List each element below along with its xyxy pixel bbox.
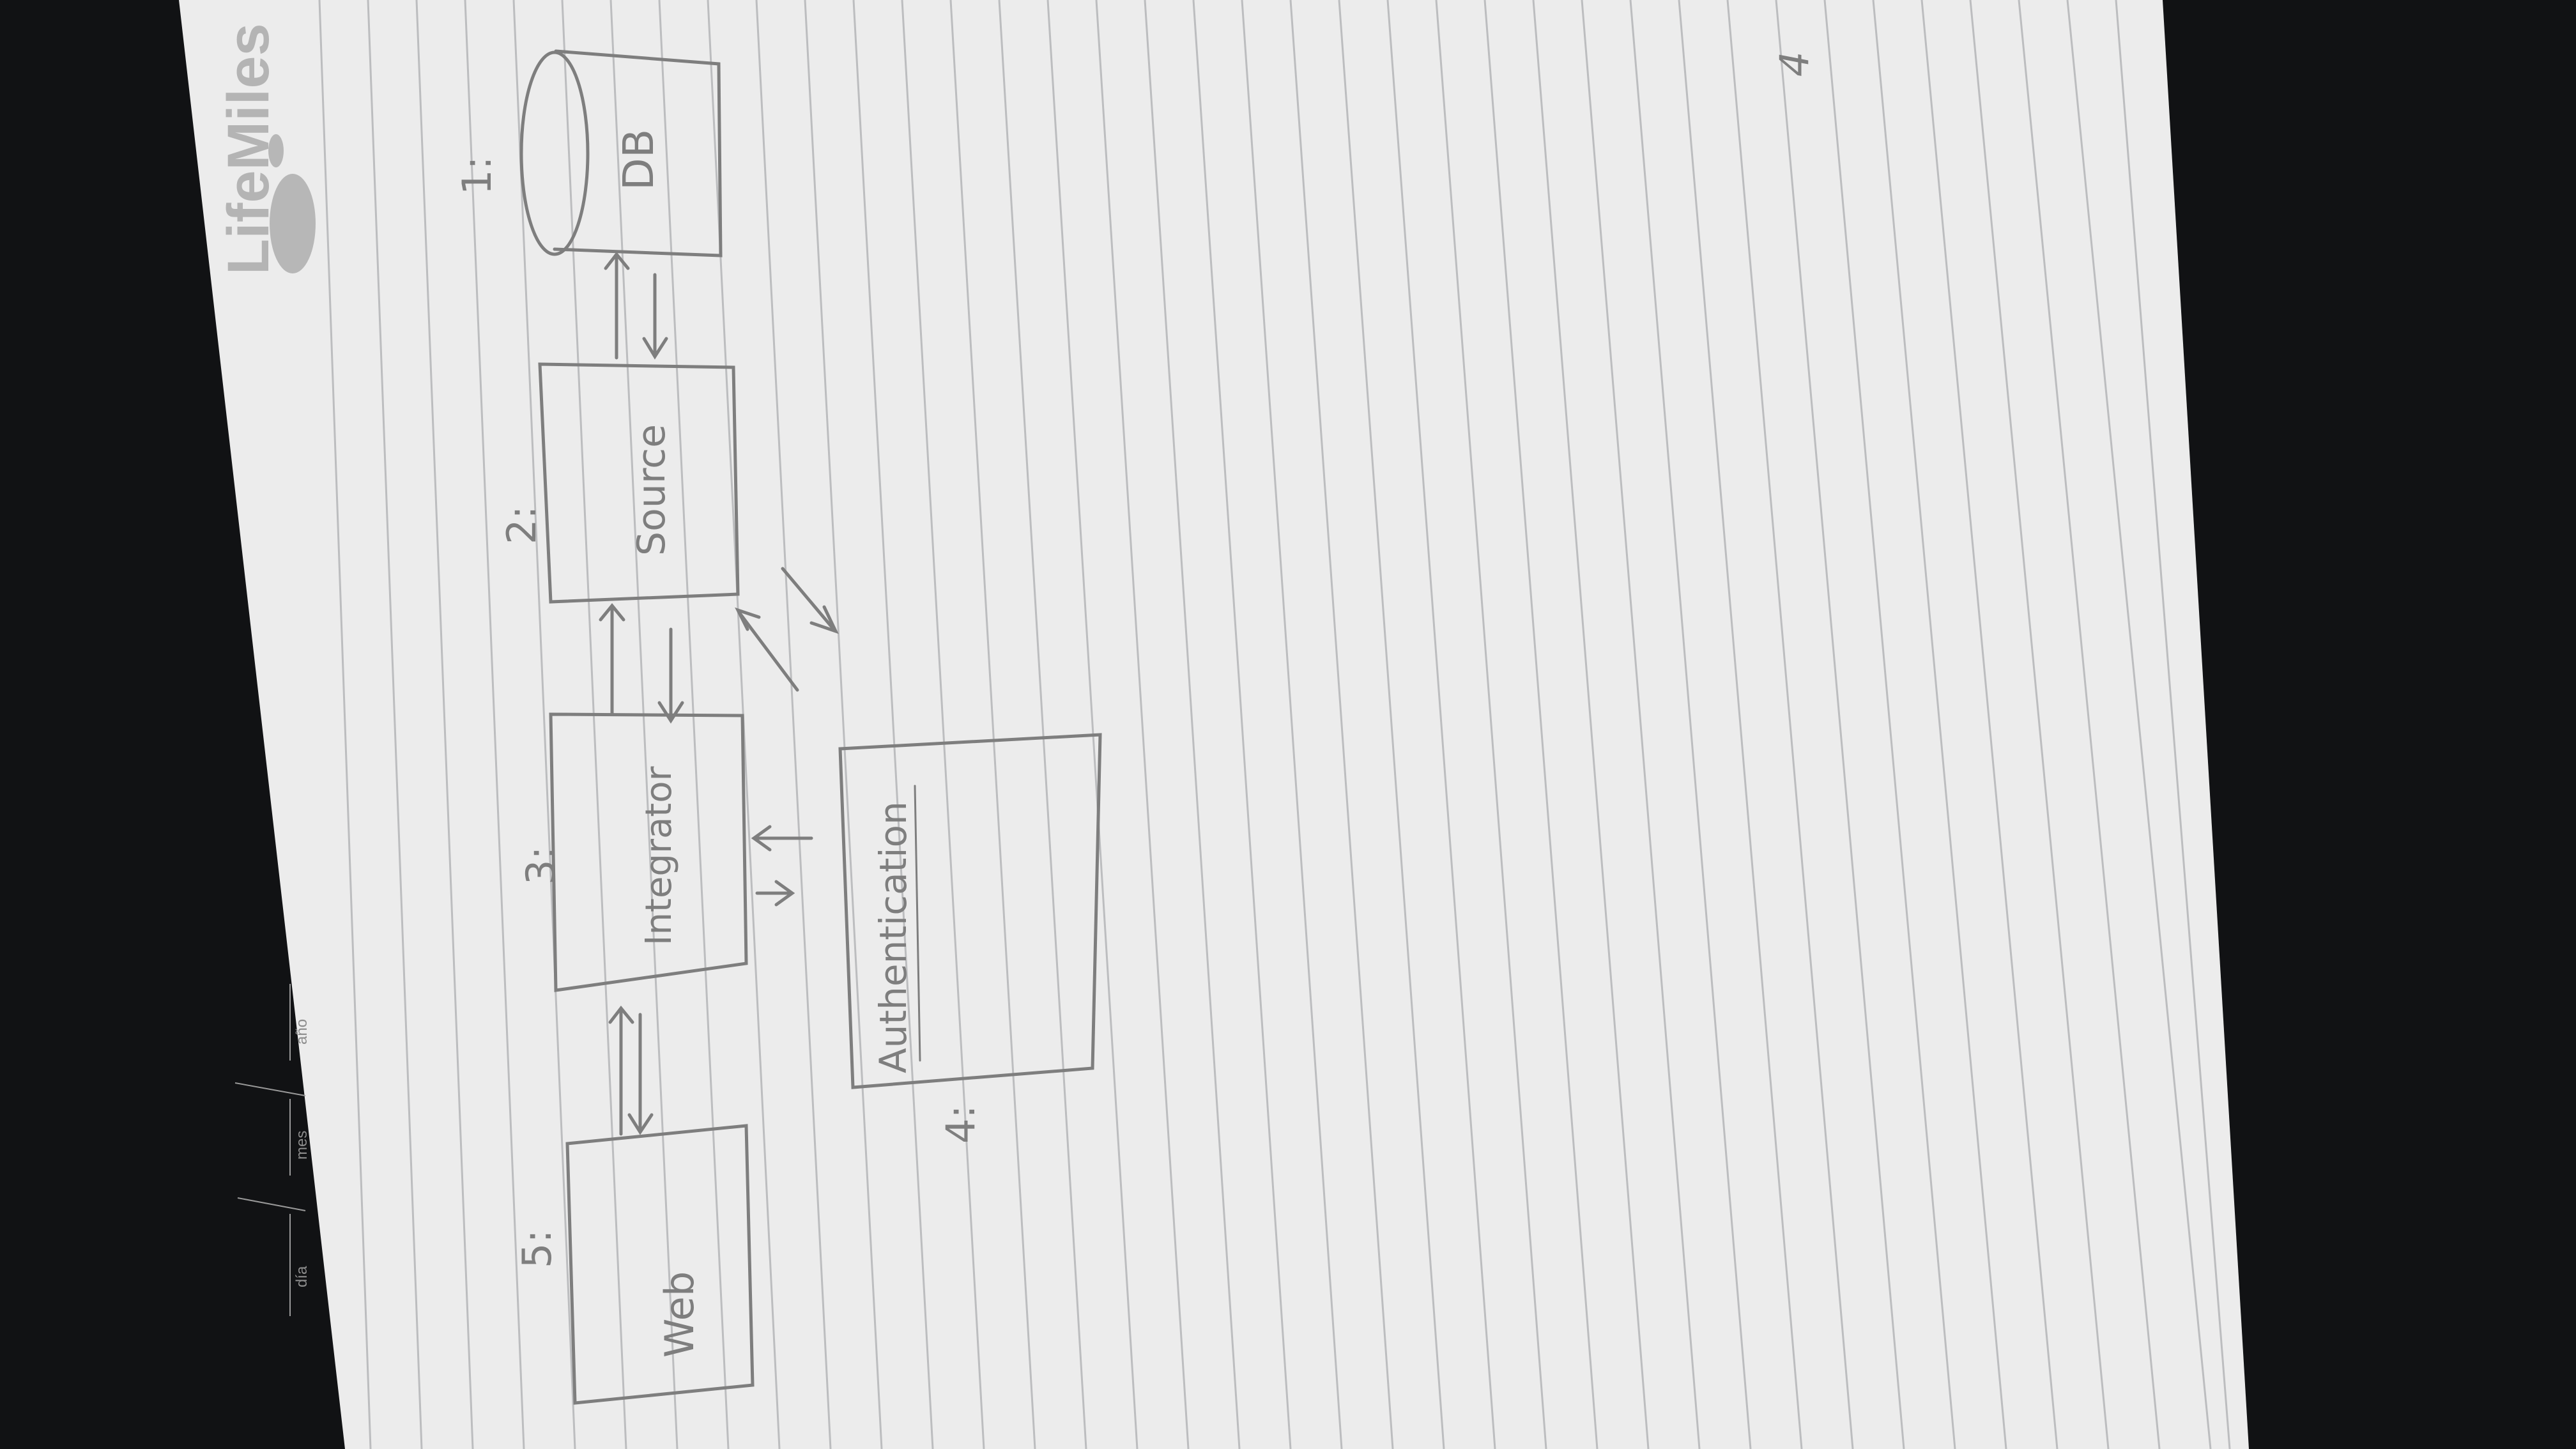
rule-line xyxy=(1386,0,1496,1449)
arrow-source-db xyxy=(604,251,668,360)
rule-line xyxy=(998,0,1087,1449)
db-cylinder-cap xyxy=(519,50,590,256)
rule-line xyxy=(755,0,832,1449)
rule-line xyxy=(1483,0,1598,1449)
rule-line xyxy=(1241,0,1343,1449)
rule-line xyxy=(512,0,576,1449)
rule-line xyxy=(1192,0,1292,1449)
rule-line xyxy=(804,0,883,1449)
rule-line xyxy=(1095,0,1190,1449)
architecture-diagram: DB 1: Source 2: Integrator 3: Authentica… xyxy=(454,49,1102,1405)
rule-line xyxy=(415,0,474,1449)
logo-text: LifeMiles xyxy=(216,23,281,275)
date-slash-1 xyxy=(237,1197,306,1211)
rule-line xyxy=(658,0,730,1449)
web-number: 5: xyxy=(514,1230,560,1268)
date-slash-2 xyxy=(234,1082,306,1096)
source-label: Source xyxy=(629,424,674,556)
authentication-box xyxy=(838,733,1102,1089)
day-label: día xyxy=(293,1266,310,1287)
db-node: DB 1: xyxy=(454,49,723,257)
db-label: DB xyxy=(614,129,663,190)
rule-line xyxy=(949,0,1036,1449)
rule-line xyxy=(2066,0,2212,1449)
web-node: Web 5: xyxy=(514,1124,755,1405)
rule-line xyxy=(1532,0,1650,1449)
rule-line xyxy=(1289,0,1394,1449)
rule-line xyxy=(901,0,985,1449)
year-label: año xyxy=(293,1019,310,1045)
integrator-box xyxy=(549,712,748,992)
db-cylinder-outline xyxy=(553,49,723,257)
arrow-integrator-authentication xyxy=(751,825,813,907)
integrator-node: Integrator 3: xyxy=(518,712,748,992)
rule-line xyxy=(1144,0,1241,1449)
arrow-web-integrator xyxy=(608,1005,654,1136)
web-label: Web xyxy=(656,1271,703,1358)
rule-line xyxy=(1920,0,2058,1449)
authentication-label: Authentication xyxy=(871,801,915,1073)
rule-line xyxy=(2018,0,2161,1449)
rule-line xyxy=(1435,0,1547,1449)
rule-line xyxy=(1726,0,1854,1449)
month-label: mes xyxy=(293,1131,310,1160)
notebook-page xyxy=(179,0,2249,1449)
rule-line xyxy=(1338,0,1445,1449)
db-number: 1: xyxy=(454,157,500,195)
rule-line xyxy=(367,0,423,1449)
rule-line xyxy=(2115,0,2231,1449)
arrow-source-authentication xyxy=(735,567,839,692)
integrator-number: 3: xyxy=(518,847,564,885)
source-number: 2: xyxy=(498,506,545,544)
date-fields: día mes año xyxy=(234,984,310,1316)
rule-line xyxy=(1872,0,2007,1449)
rule-line xyxy=(1775,0,1905,1449)
web-box xyxy=(565,1124,755,1405)
rule-line xyxy=(610,0,678,1449)
authentication-underline xyxy=(914,785,921,1062)
rule-line xyxy=(464,0,525,1449)
rule-line xyxy=(1629,0,1752,1449)
logo-mark-accent xyxy=(268,134,284,167)
rule-line xyxy=(1969,0,2110,1449)
source-box xyxy=(538,362,740,604)
rule-line xyxy=(1678,0,1803,1449)
rule-line xyxy=(852,0,934,1449)
arrow-integrator-source xyxy=(599,603,684,724)
rule-line xyxy=(1823,0,1956,1449)
logo-mark xyxy=(270,174,316,273)
page-number: 4 xyxy=(1771,52,1818,77)
rule-line xyxy=(318,0,372,1449)
integrator-label: Integrator xyxy=(638,765,680,946)
rule-line xyxy=(561,0,627,1449)
authentication-node: Authentication 4: xyxy=(838,733,1102,1144)
authentication-number: 4: xyxy=(937,1105,984,1144)
source-node: Source 2: xyxy=(498,362,740,604)
rule-line xyxy=(1581,0,1701,1449)
lifemiles-logo: LifeMiles xyxy=(216,23,316,275)
rule-line xyxy=(1046,0,1138,1449)
